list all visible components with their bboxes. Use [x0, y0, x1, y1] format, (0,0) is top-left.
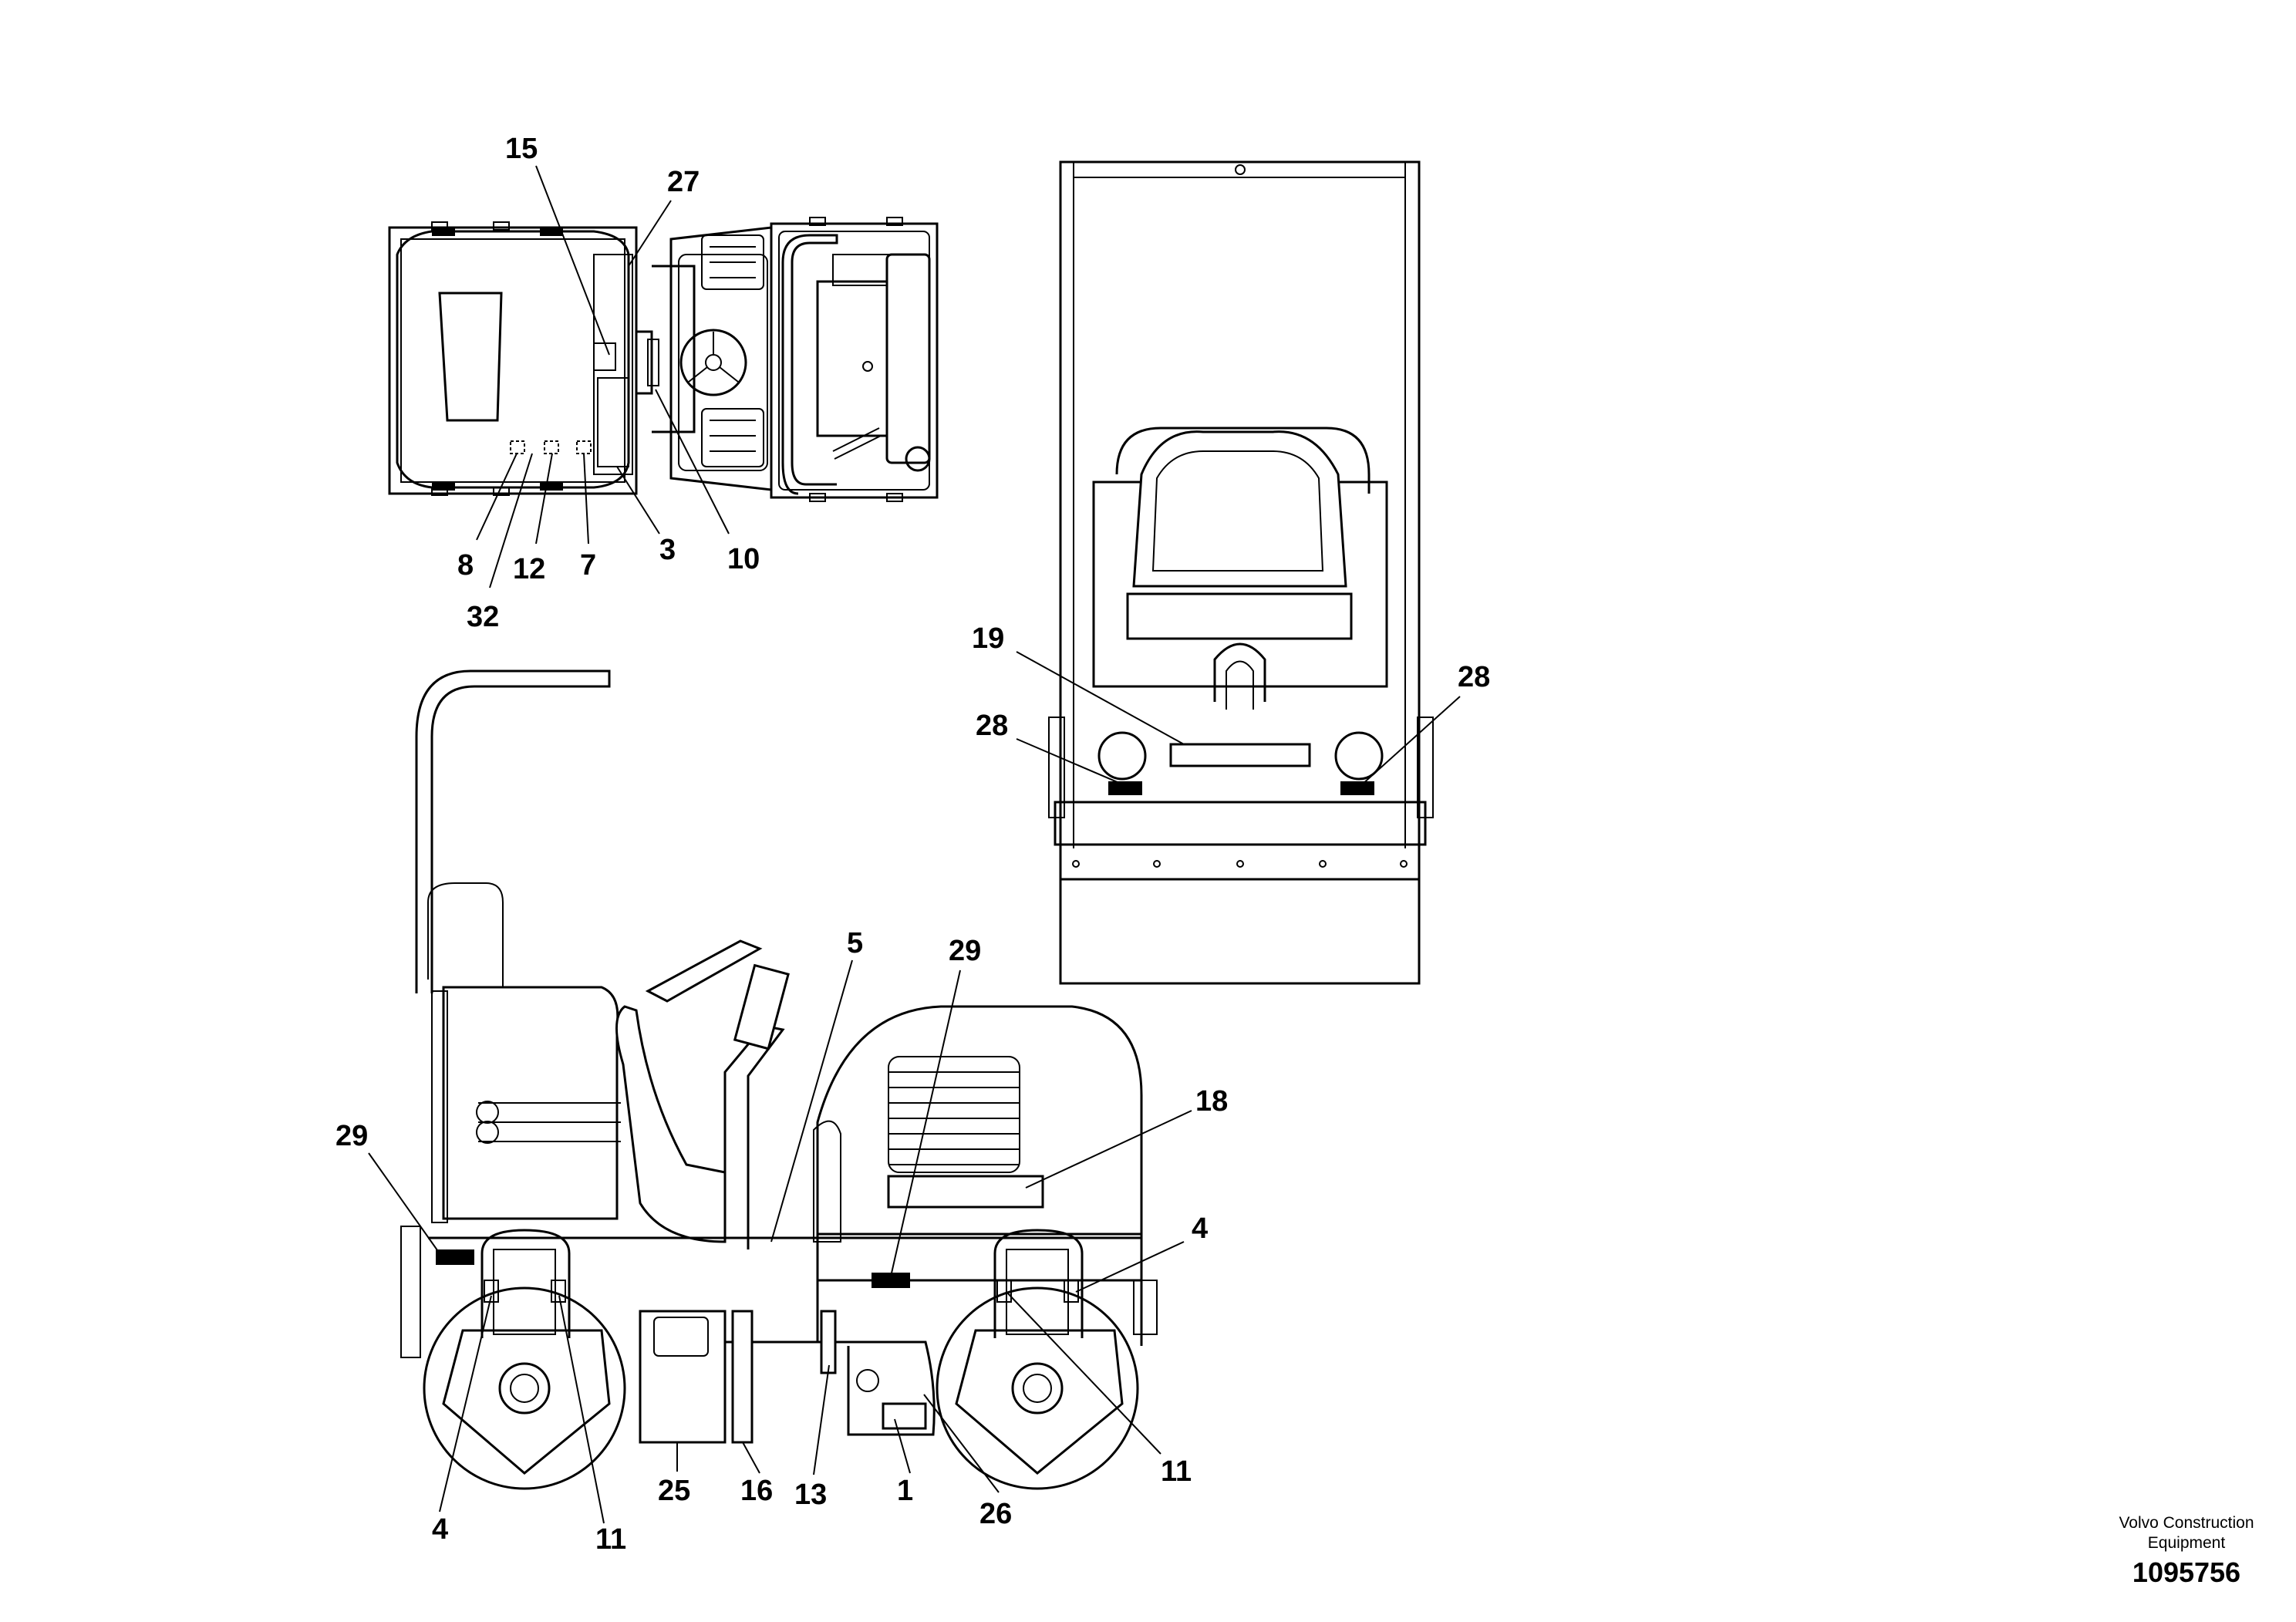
- callout-3: 3: [659, 534, 676, 566]
- callout-25: 25: [658, 1475, 690, 1507]
- callout-11-left: 11: [595, 1523, 626, 1556]
- callout-29-left: 29: [335, 1120, 368, 1152]
- callout-4-left: 4: [432, 1513, 448, 1546]
- callout-18: 18: [1195, 1085, 1228, 1118]
- callout-16: 16: [740, 1475, 773, 1507]
- callout-19: 19: [972, 622, 1004, 655]
- callout-32: 32: [467, 601, 499, 633]
- side-view-leaders: [368, 959, 1192, 1524]
- front-view-leaders: [1016, 651, 1461, 786]
- company-credit: Volvo Construction Equipment: [2119, 1514, 2254, 1552]
- drawing-number: 1095756: [2132, 1556, 2241, 1588]
- callout-4-right: 4: [1192, 1212, 1208, 1245]
- callout-28-right: 28: [1458, 661, 1490, 693]
- callout-11-right: 11: [1161, 1455, 1192, 1488]
- callout-7: 7: [580, 549, 596, 582]
- callout-5: 5: [847, 927, 863, 959]
- callout-15: 15: [505, 133, 538, 165]
- callout-29-right: 29: [949, 935, 981, 967]
- callout-27: 27: [667, 166, 700, 198]
- top-view-leaders: [476, 165, 730, 588]
- callout-1: 1: [897, 1475, 913, 1507]
- callout-numbers: 15 27 8 32 12 7 3 10 19 28 28 5 29 29 18…: [335, 133, 1490, 1556]
- callout-8: 8: [457, 549, 474, 582]
- front-view: [1048, 160, 1434, 985]
- callout-26: 26: [979, 1498, 1012, 1530]
- top-view: [388, 217, 939, 502]
- side-view: [400, 669, 1158, 1490]
- callout-10: 10: [727, 543, 760, 575]
- callout-13: 13: [794, 1479, 827, 1511]
- callout-12: 12: [513, 553, 545, 585]
- callout-28-left: 28: [976, 710, 1008, 742]
